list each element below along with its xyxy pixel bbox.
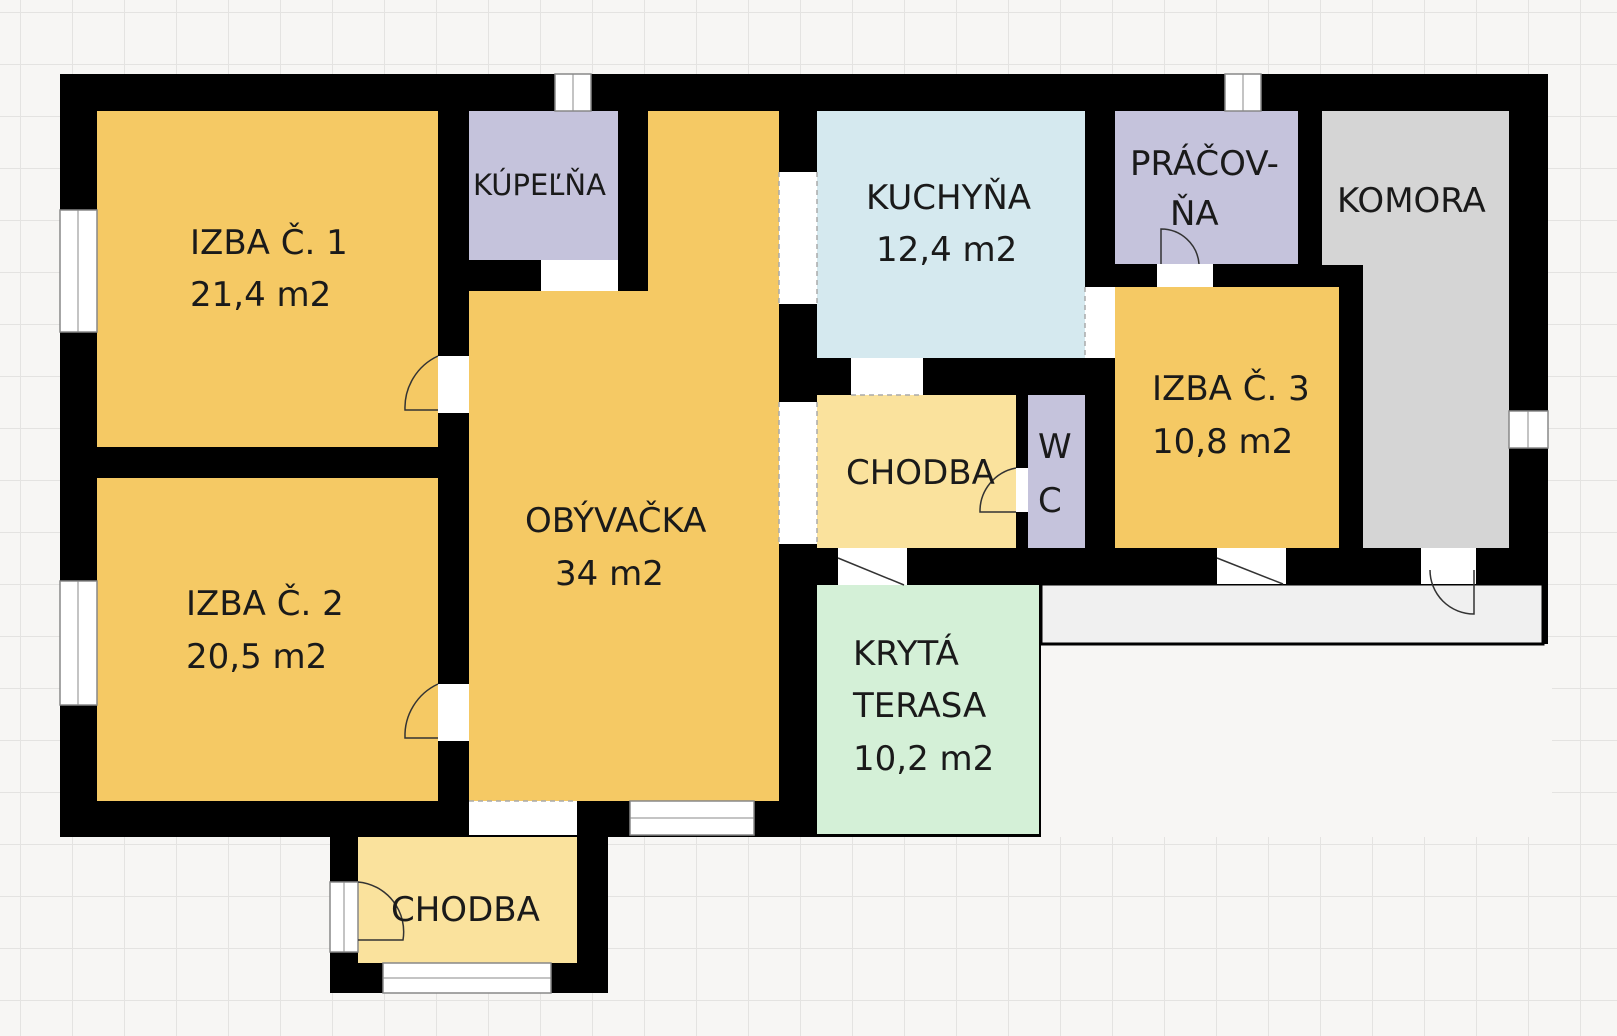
room-chodba-entry[interactable] bbox=[358, 837, 577, 963]
opening-living-entry bbox=[469, 801, 577, 835]
opening-dashes bbox=[469, 172, 1086, 802]
window-panes bbox=[77, 74, 1529, 979]
label-kuchyna-name: KUCHYŇA bbox=[866, 177, 1031, 218]
label-obyvacka-name: OBÝVAČKA bbox=[525, 500, 706, 541]
room-obyvacka[interactable] bbox=[469, 111, 779, 801]
label-terasa-line1: KRYTÁ bbox=[853, 633, 959, 674]
label-izba1-area: 21,4 m2 bbox=[190, 275, 331, 315]
door-swing-komora bbox=[1429, 569, 1475, 615]
door-kupelna[interactable] bbox=[541, 260, 618, 291]
label-wc-line2: C bbox=[1038, 481, 1062, 521]
door-izba2[interactable] bbox=[438, 684, 469, 741]
doors bbox=[357, 228, 1476, 941]
door-swing-izba2 bbox=[404, 683, 439, 739]
label-izba2-area: 20,5 m2 bbox=[186, 637, 327, 677]
opening-kitchen-living-a bbox=[779, 172, 817, 304]
room-izba-1[interactable] bbox=[97, 111, 438, 447]
room-kupelna[interactable] bbox=[469, 111, 618, 260]
label-chodba-inner: CHODBA bbox=[846, 453, 995, 493]
label-izba3-name: IZBA Č. 3 bbox=[1152, 368, 1310, 409]
door-izba1[interactable] bbox=[438, 356, 469, 413]
door-komora[interactable] bbox=[1421, 548, 1476, 584]
room-chodba-inner[interactable] bbox=[817, 395, 1016, 548]
door-swing-entry bbox=[357, 881, 405, 941]
door-swing-izba3 bbox=[1216, 557, 1284, 585]
door-izba3[interactable] bbox=[1217, 548, 1286, 584]
room-pracovna[interactable] bbox=[1115, 111, 1298, 264]
openings bbox=[469, 172, 1115, 835]
label-kupelna: KÚPEĽŇA bbox=[473, 168, 606, 202]
label-obyvacka-area: 34 m2 bbox=[555, 554, 664, 594]
room-kuchyna[interactable] bbox=[817, 111, 1085, 358]
label-pracovna-line1: PRÁČOV- bbox=[1130, 143, 1279, 184]
label-izba2-name: IZBA Č. 2 bbox=[186, 583, 344, 624]
label-chodba-entry: CHODBA bbox=[391, 890, 540, 930]
opening-kitchen-living-b bbox=[779, 402, 817, 544]
outside-area-right-b bbox=[1548, 644, 1552, 837]
porch-strip bbox=[1039, 582, 1545, 646]
opening-kitchen-hall bbox=[851, 358, 923, 395]
door-swing-terasa bbox=[837, 557, 905, 586]
label-kuchyna-area: 12,4 m2 bbox=[876, 230, 1017, 270]
label-komora: KOMORA bbox=[1337, 181, 1486, 221]
room-terasa[interactable] bbox=[817, 585, 1039, 834]
rooms bbox=[97, 111, 1509, 963]
label-izba1-name: IZBA Č. 1 bbox=[190, 222, 348, 263]
room-izba-2[interactable] bbox=[97, 478, 438, 801]
room-labels: IZBA Č. 1 21,4 m2 KÚPEĽŇA OBÝVAČKA 34 m2… bbox=[186, 143, 1486, 930]
label-pracovna-line2: ŇA bbox=[1170, 193, 1219, 234]
opening-kitchen-izba3 bbox=[1085, 287, 1115, 358]
door-swing-wc bbox=[979, 467, 1017, 513]
door-pracovna[interactable] bbox=[1157, 264, 1213, 287]
door-swing-izba1 bbox=[404, 355, 439, 411]
room-wc[interactable] bbox=[1028, 395, 1085, 548]
door-wc[interactable] bbox=[1016, 468, 1028, 512]
label-wc-line1: W bbox=[1038, 427, 1072, 467]
room-izba-3[interactable] bbox=[1115, 287, 1339, 548]
room-komora[interactable] bbox=[1322, 111, 1509, 548]
door-swing-pracovna bbox=[1160, 228, 1200, 265]
outside-area-right bbox=[1041, 644, 1548, 837]
door-terasa[interactable] bbox=[838, 548, 907, 585]
label-terasa-area: 10,2 m2 bbox=[853, 739, 994, 779]
label-izba3-area: 10,8 m2 bbox=[1152, 422, 1293, 462]
label-terasa-line2: TERASA bbox=[852, 686, 986, 726]
